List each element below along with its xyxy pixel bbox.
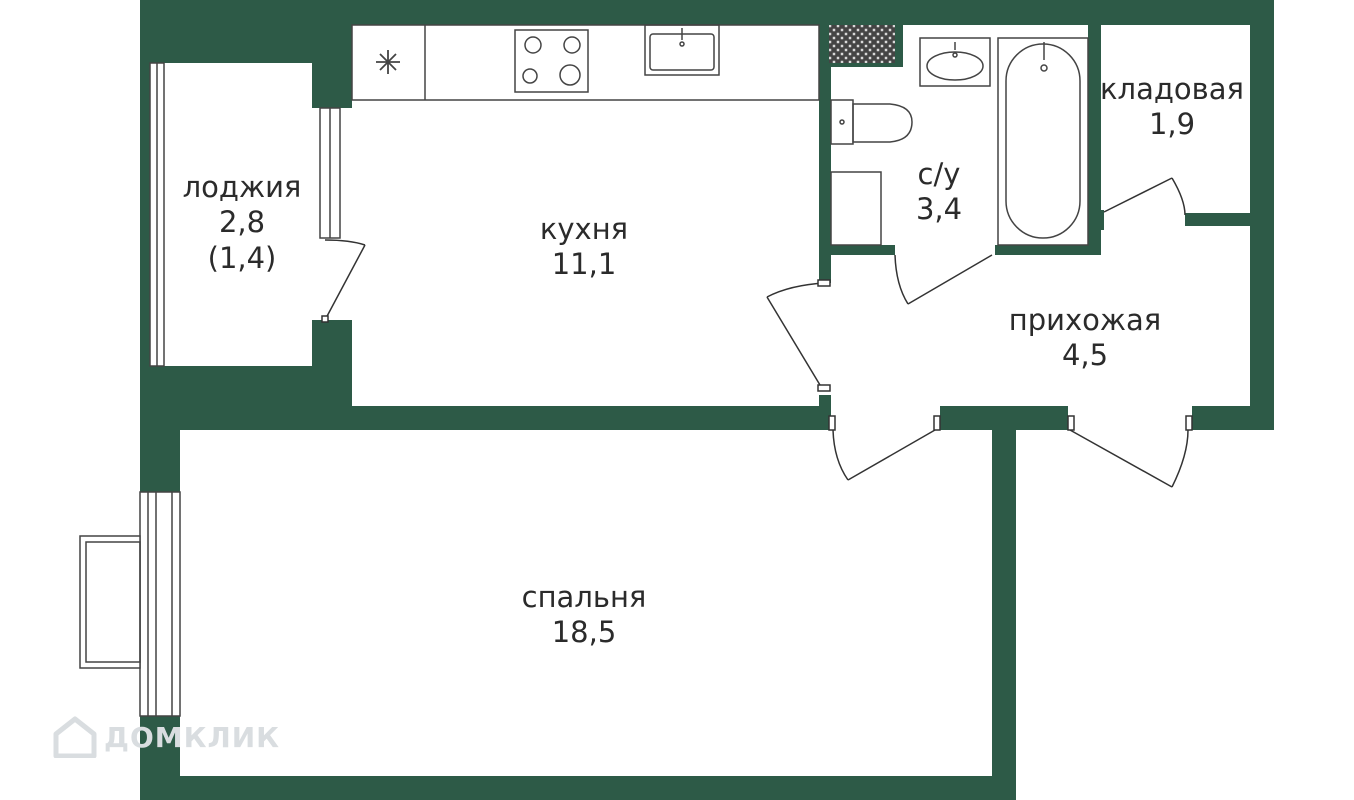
room-name: спальня <box>521 580 647 614</box>
room-area: 1,9 <box>1148 107 1196 142</box>
windows <box>79 62 341 717</box>
toilet-icon <box>830 99 913 145</box>
walls <box>140 0 1274 800</box>
room-area: 11,1 <box>551 247 617 282</box>
vent-shaft-icon <box>829 25 895 63</box>
room-label-storage: кладовая 1,9 <box>1100 72 1244 143</box>
room-label-bedroom: спальня 18,5 <box>522 580 647 651</box>
room-name: кухня <box>539 212 629 246</box>
room-label-bathroom: с/у 3,4 <box>916 157 962 228</box>
room-area: 18,5 <box>551 615 617 650</box>
fan-icon <box>376 50 400 74</box>
washing-machine-icon <box>830 171 882 246</box>
room-label-loggia: лоджия 2,8 (1,4) <box>183 170 302 276</box>
kitchen-sink-icon <box>644 24 720 76</box>
room-name: с/у <box>917 157 961 191</box>
room-area: 2,8 <box>218 205 266 240</box>
room-name: кладовая <box>1100 72 1244 106</box>
kitchen-fixtures <box>351 24 820 101</box>
room-name: прихожая <box>1008 303 1162 337</box>
room-area: 3,4 <box>915 192 963 227</box>
bathtub-icon <box>997 37 1089 246</box>
room-label-hallway: прихожая 4,5 <box>1009 303 1161 374</box>
room-name: лоджия <box>182 170 302 204</box>
room-area: 4,5 <box>1061 338 1109 373</box>
doors <box>321 177 1193 488</box>
bath-sink-icon <box>919 37 991 87</box>
room-label-kitchen: кухня 11,1 <box>540 212 628 283</box>
stove-icon <box>514 29 589 93</box>
bathroom-fixtures <box>829 25 1089 246</box>
room-area-coefficient: (1,4) <box>207 240 277 275</box>
watermark-text: ДОМКЛИК <box>104 720 281 754</box>
watermark: ДОМКЛИК <box>52 716 280 758</box>
house-logo-icon <box>53 716 97 758</box>
